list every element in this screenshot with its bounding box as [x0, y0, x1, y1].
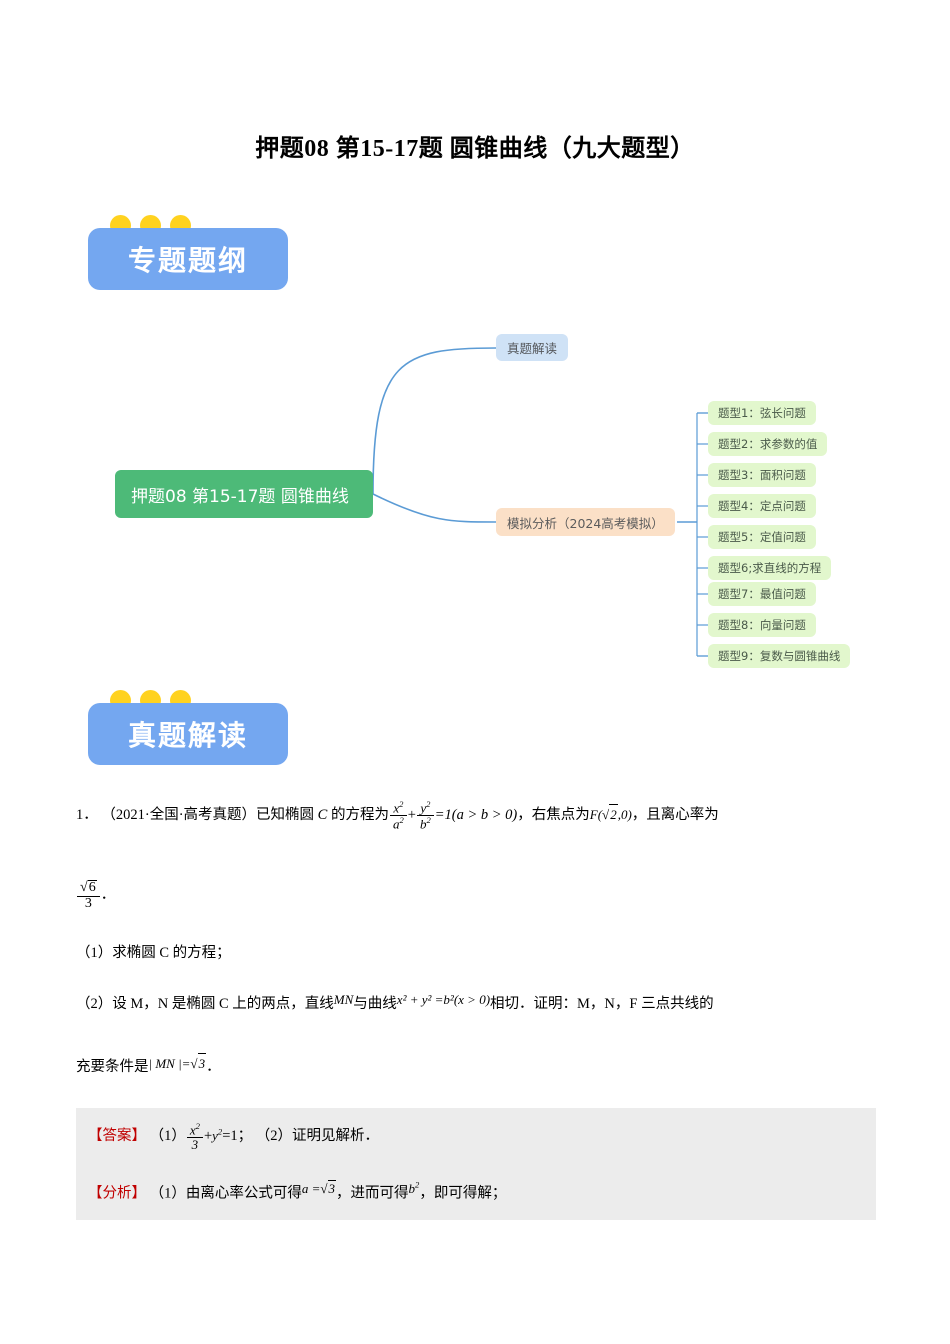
problem-stem-a: 已知椭圆 [256, 806, 315, 823]
mindmap-leaf-5[interactable]: 题型5：定值问题 [708, 525, 816, 549]
q3-text-a: 充要条件是 [76, 1059, 149, 1075]
mindmap-leaf-label: 题型4：定点问题 [718, 499, 806, 513]
analysis-text-b: ，进而可得 [336, 1185, 409, 1202]
answer-block: 【答案】 （1） x2 3 +y2=1； （2）证明见解析． 【分析】 （1）由… [76, 1108, 876, 1220]
analysis-expression-b: b2 [408, 1180, 420, 1197]
ellipse-fraction-x: x2 a2 [389, 799, 407, 831]
mindmap-leaf-3[interactable]: 题型3：面积问题 [708, 463, 816, 487]
banner-label: 专题题纲 [127, 244, 248, 277]
answer-line: 【答案】 （1） x2 3 +y2=1； （2）证明见解析． [88, 1121, 380, 1152]
mindmap-leaf-label: 题型9：复数与圆锥曲线 [718, 649, 841, 663]
problem-stem-c: ，右焦点为 [517, 806, 590, 823]
mindmap-leaf-4[interactable]: 题型4：定点问题 [708, 494, 816, 518]
mindmap-branch-moni[interactable]: 模拟分析（2024高考模拟） [496, 508, 675, 536]
mn-length-expression: | MN |=√3 [149, 1053, 207, 1071]
mindmap-leaf-9[interactable]: 题型9：复数与圆锥曲线 [708, 644, 851, 668]
analysis-text-a: （1）由离心率公式可得 [149, 1185, 302, 1202]
focus-point: F(√2,0) [590, 803, 632, 822]
banner-label: 真题解读 [127, 719, 248, 752]
answer-part1-pre: （1） [149, 1128, 186, 1145]
problem-stem-b: 的方程为 [330, 806, 389, 823]
problem-stem-line-1: 1． （2021·全国·高考真题）已知椭圆 C 的方程为 x2 a2 + y2 … [76, 799, 719, 832]
mindmap-leaf-1[interactable]: 题型1：弦长问题 [708, 401, 816, 425]
problem-question-3: 充要条件是| MN |=√3． [76, 1053, 876, 1079]
problem-number: 1． [76, 806, 98, 823]
answer-tag: 【答案】 [88, 1128, 146, 1145]
mindmap-leaf-6[interactable]: 题型6;求直线的方程 [708, 556, 832, 580]
analysis-tag: 【分析】 [88, 1185, 146, 1202]
mindmap-root-label: 押题08 第15-17题 圆锥曲线 [131, 486, 349, 507]
mindmap: 押题08 第15-17题 圆锥曲线 真题解读 模拟分析（2024高考模拟） 题型… [100, 320, 880, 680]
q2-text-c: 相切．证明：M，N，F 三点共线的 [490, 996, 714, 1012]
eccentricity-value: √6 3 ． [76, 880, 876, 911]
analysis-line: 【分析】 （1）由离心率公式可得a =√3，进而可得b2，即可得解； [88, 1180, 868, 1202]
eccentricity-fraction: √6 3 [77, 880, 100, 911]
mindmap-branch-label: 模拟分析（2024高考模拟） [507, 515, 664, 531]
problem-source: （2021·全国·高考真题） [101, 806, 257, 823]
section-banner-real: 真题解读 [88, 690, 288, 765]
mindmap-leaf-label: 题型8：向量问题 [718, 618, 806, 632]
answer-part2: （2）证明见解析． [255, 1128, 380, 1145]
ellipse-equation-tail: =1(a > b > 0) [434, 806, 518, 823]
mindmap-leaf-2[interactable]: 题型2：求参数的值 [708, 432, 828, 456]
problem-question-1: （1）求椭圆 C 的方程； [76, 945, 231, 961]
q2-text-b: 与曲线 [353, 996, 397, 1012]
mindmap-leaf-label: 题型7：最值问题 [718, 587, 806, 601]
analysis-text-c: ，即可得解； [419, 1185, 507, 1202]
problem-question-2: （2）设 M，N 是椭圆 C 上的两点，直线MN与曲线x² + y² =b²(x… [76, 990, 876, 1016]
mindmap-leaf-label: 题型2：求参数的值 [718, 437, 818, 451]
mindmap-leaf-label: 题型3：面积问题 [718, 468, 806, 482]
ellipse-fraction-y: y2 b2 [416, 799, 434, 831]
mindmap-root-node[interactable]: 押题08 第15-17题 圆锥曲线 [115, 470, 373, 518]
mindmap-connectors [372, 347, 708, 657]
problem-stem-var: C [317, 806, 328, 823]
problem-stem-d: ，且离心率为 [631, 806, 719, 823]
mindmap-branch-zhenti[interactable]: 真题解读 [496, 334, 569, 361]
mindmap-branch-label: 真题解读 [507, 341, 558, 356]
answer-part1-post: =1； [222, 1128, 253, 1145]
analysis-expression-a: a =√3 [301, 1180, 337, 1197]
mindmap-leaf-label: 题型1：弦长问题 [718, 406, 806, 420]
banner-plate: 真题解读 [88, 703, 288, 765]
q3-tail: ． [206, 1059, 221, 1075]
mindmap-leaf-label: 题型5：定值问题 [718, 530, 806, 544]
section-banner-outline: 专题题纲 [88, 215, 288, 290]
q2-text-a: （2）设 M，N 是椭圆 C 上的两点，直线 [76, 996, 334, 1012]
answer-y-term: y2 [212, 1126, 223, 1144]
line-mn: MN [333, 992, 354, 1007]
mindmap-leaf-label: 题型6;求直线的方程 [718, 561, 822, 575]
banner-plate: 专题题纲 [88, 228, 288, 290]
eccentricity-tail: ． [100, 887, 116, 904]
page-title: 押题08 第15-17题 圆锥曲线（九大题型） [255, 136, 695, 162]
circle-equation: x² + y² =b²(x > 0) [396, 992, 491, 1007]
mindmap-leaf-7[interactable]: 题型7：最值问题 [708, 582, 816, 606]
mindmap-leaf-8[interactable]: 题型8：向量问题 [708, 613, 816, 637]
answer-fraction: x2 3 [186, 1121, 203, 1152]
